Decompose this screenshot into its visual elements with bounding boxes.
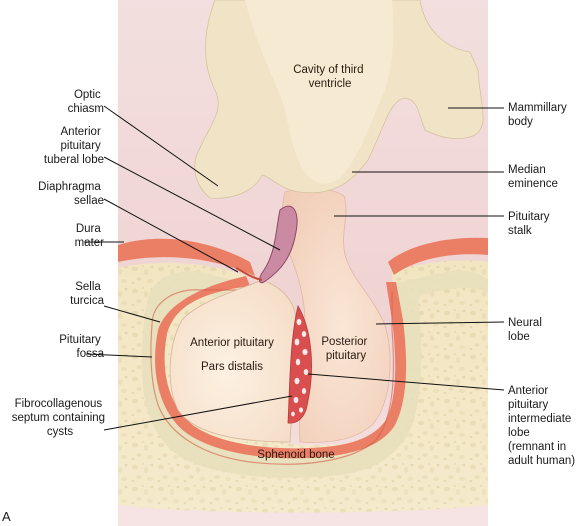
neural-lobe-label: Neural lobe [508,317,545,343]
pituitary-fossa [150,289,395,465]
diaphragma-sellae [235,267,263,281]
fossa-label-line: Pituitary [59,334,101,346]
median-eminence-label: Median eminence [508,164,558,190]
cavity-label-line: Cavity of third [293,64,363,76]
intermediate-lobe [287,304,312,424]
intermediate-label-line: (remnant in [508,441,566,453]
third-ventricle-cavity [245,0,394,184]
pituitary-fossa-label: Pituitary fossa [59,334,104,360]
sella-label-line: Sella [75,281,101,293]
tuberal-label-line: pituitary [61,140,102,152]
posterior-label-line: pituitary [326,350,367,362]
pars-distalis-label: Pars distalis [201,361,263,373]
pituitary-fossa-leader [85,353,153,358]
intermediate-lobe-label: Anterior pituitary intermediate lobe (re… [508,385,575,467]
cavity-label: Cavity of third ventricle [293,64,367,90]
optic-label-line: chiasm [68,103,104,115]
panel-letter: A [2,509,11,524]
cavity-label-line: ventricle [309,78,352,90]
sella-turcica-label: Sella turcica [70,281,104,307]
intermediate-label-line: pituitary [508,399,549,411]
dura-label-line: mater [75,237,105,249]
fibrocollagenous-label: Fibrocollagenous septum containing cysts [12,398,109,438]
diaphragma-sellae-label: Diaphragma sellae [38,181,104,207]
intermediate-lobe-leader [307,373,505,391]
diaphragma-label-line: sellae [74,195,104,207]
intermediate-label-line: intermediate [508,413,571,425]
mammillary-label-line: body [508,116,533,128]
fibro-label-line: Fibrocollagenous [15,398,103,410]
fibrocollagenous-leader [103,395,293,431]
posterior-label-line: Posterior [321,336,367,348]
tuberal-lobe [259,205,298,284]
mammillary-body-label: Mammillary body [508,102,570,128]
optic-chiasm-label: Optic chiasm [68,89,104,115]
tuberal-lobe-label: Anterior pituitary tuberal lobe [44,126,104,166]
intermediate-label-line: Anterior [508,385,548,397]
dura-label-line: Dura [76,223,102,235]
intermediate-label-line: adult human) [508,455,575,467]
tuberal-lobe-leader [103,156,281,251]
median-label-line: Median [508,164,546,176]
mammillary-label-line: Mammillary [508,102,567,114]
pituitary-stalk-label: Pituitary stalk [508,211,553,237]
posterior-pituitary-label: Posterior pituitary [321,336,370,362]
stalk-label-line: stalk [508,225,532,237]
median-label-line: eminence [508,178,558,190]
sella-turcica-leader [103,305,161,323]
sella-label-line: turcica [70,295,104,307]
diaphragma-label-line: Diaphragma [38,181,101,193]
intermediate-label-line: lobe [508,427,530,439]
neural-label-line: lobe [508,331,530,343]
dura-mater [118,237,488,459]
tuberal-label-line: tuberal lobe [44,154,104,166]
optic-chiasm-leader [103,105,219,187]
fibro-label-line: septum containing [12,412,105,424]
neural-lobe-leader [375,321,505,325]
fibro-label-line: cysts [47,426,73,438]
tuberal-label-line: Anterior [61,126,101,138]
optic-label-line: Optic [74,89,101,101]
diaphragma-sellae-leader [103,198,239,273]
stalk-label-line: Pituitary [508,211,550,223]
anterior-pituitary-label: Anterior pituitary [190,337,274,349]
neural-label-line: Neural [508,317,542,329]
sphenoid-bone-label: Sphenoid bone [257,449,334,461]
dura-mater-label: Dura mater [75,223,105,249]
